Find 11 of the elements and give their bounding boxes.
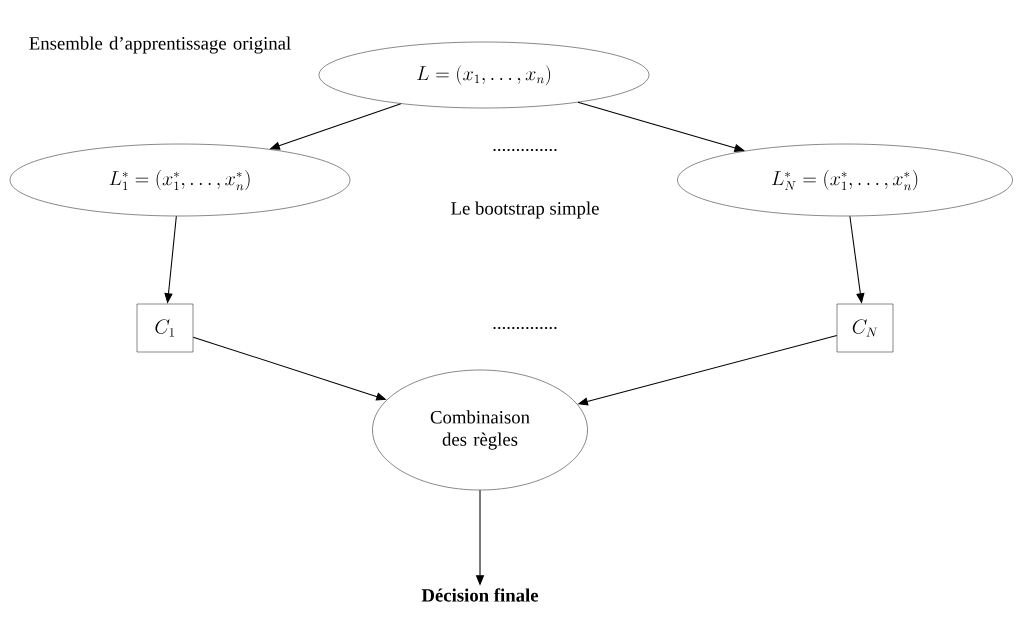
dotted-separator: .............. — [493, 148, 557, 152]
ellipse-node: $L = (x_1, \ldots, x_n)$ — [318, 41, 650, 109]
ellipse-node: $L_N^* = (x_1^*, \ldots, x_n^*)$ — [677, 143, 1013, 217]
rectangle-node: $C_N$ — [836, 303, 894, 353]
result-label: Décision finale — [421, 588, 539, 602]
rectangle-node: $C_1$ — [136, 303, 194, 353]
node-caption: Ensemble d’apprentissage original — [29, 36, 291, 54]
ellipse-node: Combinaison des règles — [372, 369, 588, 491]
dotted-separator: .............. — [493, 326, 557, 330]
ellipse-node: $L_1^* = (x_1^*, \ldots, x_n^*)$ — [9, 143, 351, 217]
annotation-text: Le bootstrap simple — [451, 201, 599, 219]
